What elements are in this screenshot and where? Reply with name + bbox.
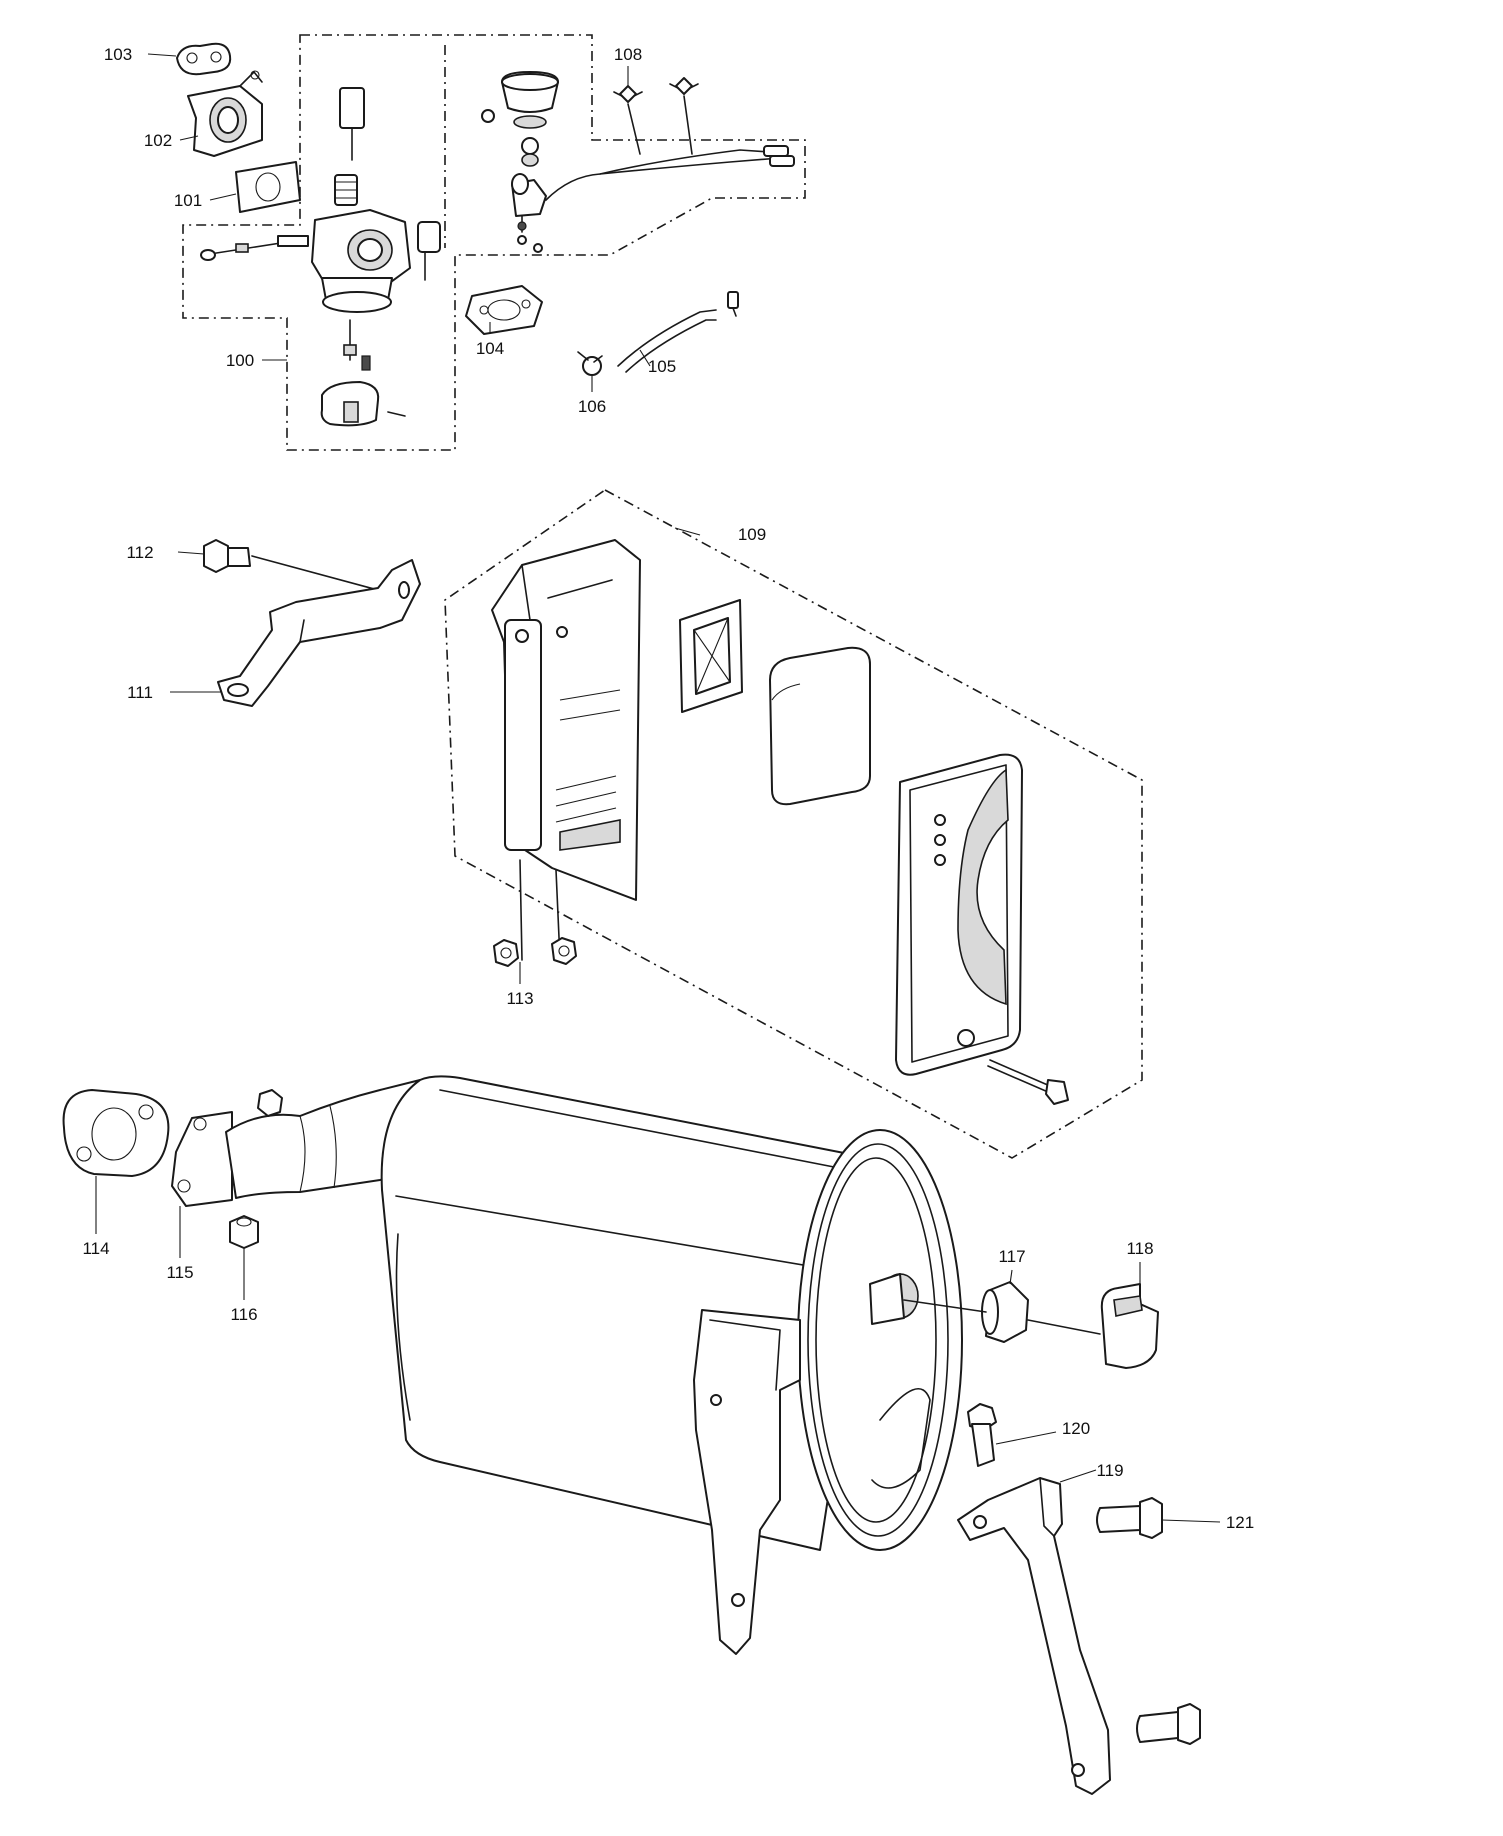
callout-105: 105 [648,357,676,376]
callout-115: 115 [166,1263,193,1282]
part-bottom-bolt [1136,1703,1201,1745]
part-113-nuts [493,937,577,967]
part-121-bolt [1096,1497,1163,1539]
part-111-bracket [217,559,421,707]
part-106-hose-clamp [577,351,603,376]
callout-114: 114 [82,1239,109,1258]
part-air-cleaner-gasket [679,599,743,713]
callout-103: 103 [104,45,132,64]
air-cleaner-group-boundary [444,489,1143,1159]
part-104-gasket [465,285,543,335]
part-muffler-body [380,1075,963,1551]
part-114-gasket [62,1089,170,1177]
part-103-gasket [176,42,232,76]
callout-100: 100 [226,351,254,370]
callout-104: 104 [476,339,504,358]
part-102-insulator [187,70,263,157]
part-air-cleaner-cover [895,753,1069,1105]
carburetor-group-boundary [182,34,806,451]
part-100-carburetor [200,87,441,427]
part-108-clips [613,77,699,155]
leader-lines [95,53,1221,1523]
part-116-nut [229,1089,283,1249]
callout-109: 109 [738,525,766,544]
part-118-clamp [1027,1283,1159,1369]
callout-116: 116 [230,1305,257,1324]
callout-labels: 103 102 101 100 108 104 105 106 109 112 … [82,45,1254,1532]
part-muffler-heat-shield [693,1309,801,1655]
callout-113: 113 [506,989,533,1008]
callout-108: 108 [614,45,642,64]
part-112-bolt [203,539,401,597]
callout-117: 117 [998,1247,1025,1266]
part-air-filter-element [769,646,871,806]
part-109-air-cleaner-base [491,539,641,961]
callout-120: 120 [1062,1419,1090,1438]
part-105-fuel-hose [617,291,739,373]
part-119-support-bracket [957,1477,1111,1795]
part-101-gasket [235,161,301,213]
callout-121: 121 [1226,1513,1254,1532]
part-120-bolt [967,1403,997,1467]
callout-101: 101 [174,191,202,210]
callout-106: 106 [578,397,606,416]
part-solenoid-assembly [481,71,795,253]
callout-111: 111 [127,683,153,702]
callout-119: 119 [1096,1461,1123,1480]
callout-102: 102 [144,131,172,150]
callout-118: 118 [1126,1239,1153,1258]
callout-112: 112 [126,543,153,562]
part-117-cap [903,1281,1029,1343]
